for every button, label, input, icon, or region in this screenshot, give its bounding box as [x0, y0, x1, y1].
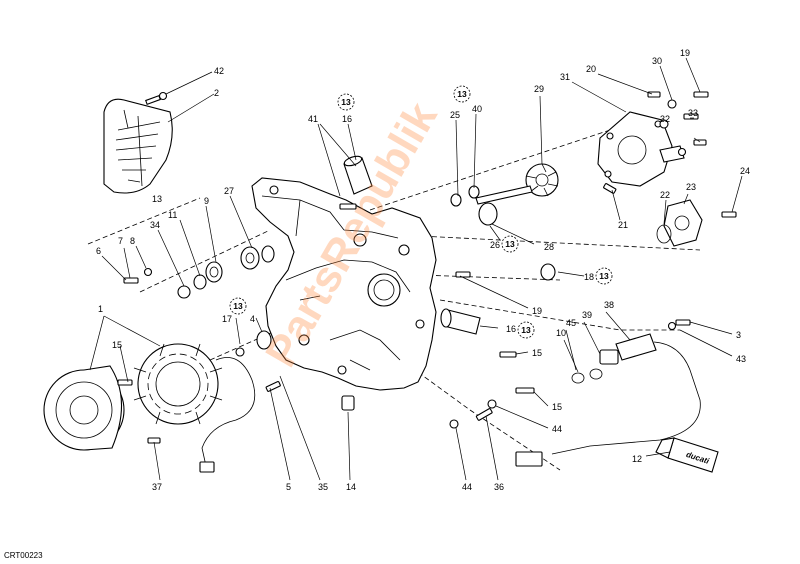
part-label: 34	[150, 220, 160, 230]
stator-wire	[199, 357, 256, 473]
part-label: 33	[688, 108, 698, 118]
part-label: 1	[98, 304, 103, 314]
dowel-14	[341, 395, 355, 411]
part-label: 7	[118, 236, 123, 246]
part-number-labels: 42 2 13 41 16 25 40 29 31 20 30 19 33 32…	[96, 48, 750, 492]
part-label: 30	[652, 56, 662, 66]
hose-fitting-16-lower	[440, 308, 481, 335]
part-label: 45	[566, 318, 576, 328]
part-label: 31	[560, 72, 570, 82]
part-label: 42	[214, 66, 224, 76]
part-label: 38	[604, 300, 614, 310]
flange-23	[663, 199, 703, 247]
part-label: 36	[494, 482, 504, 492]
part-label: 37	[152, 482, 162, 492]
part-label: 29	[534, 84, 544, 94]
part-label: 40	[472, 104, 482, 114]
part-label: 2	[214, 88, 219, 98]
part-label: 17	[222, 314, 232, 324]
callout-badge: 13	[229, 297, 247, 315]
callout-badge-label: 13	[457, 89, 467, 99]
part-label: 16	[506, 324, 516, 334]
part-label: 12	[632, 454, 642, 464]
sprocket-cover	[103, 98, 173, 194]
part-label: 10	[556, 328, 566, 338]
part-label: 22	[660, 190, 670, 200]
callout-badge: 13	[501, 235, 519, 253]
part-label: 25	[450, 110, 460, 120]
part-label: 20	[586, 64, 596, 74]
part-label: 23	[686, 182, 696, 192]
part-label: 11	[168, 210, 177, 220]
part-label: 26	[490, 240, 500, 250]
part-label: 39	[582, 310, 592, 320]
part-label: 15	[112, 340, 122, 350]
callout-badge: 13	[337, 93, 355, 111]
pump-housing	[597, 111, 685, 187]
part-label: 27	[224, 186, 234, 196]
part-label: 19	[532, 306, 542, 316]
callout-badge-label: 13	[233, 301, 243, 311]
part-label: 5	[286, 482, 291, 492]
part-label: 44	[462, 482, 472, 492]
callout-badge-label: 13	[505, 239, 515, 249]
part-label: 21	[618, 220, 628, 230]
callout-badge: 13	[595, 267, 613, 285]
screw-42	[145, 91, 168, 105]
diagram-code: CRT00223	[4, 551, 43, 560]
part-label: 6	[96, 246, 101, 256]
part-label: 44	[552, 424, 562, 434]
part-label: 15	[552, 402, 562, 412]
part-label: 8	[130, 236, 135, 246]
part-label: 24	[740, 166, 750, 176]
pump-bearing	[450, 185, 556, 281]
stator-screws	[117, 330, 281, 444]
lower-screws	[339, 203, 691, 429]
part-label: 18	[584, 272, 594, 282]
part-label: 43	[736, 354, 746, 364]
part-label: 16	[342, 114, 352, 124]
callout-badge-label: 13	[599, 271, 609, 281]
callout-badge: 13	[517, 321, 535, 339]
engine-cover	[251, 177, 437, 391]
part-label: 15	[532, 348, 542, 358]
callout-badge: 13	[453, 85, 471, 103]
part-label: 3	[736, 330, 741, 340]
part-label: 41	[308, 114, 318, 124]
sensor-38	[515, 333, 701, 467]
pump-small-parts	[603, 91, 737, 218]
leader-lines	[89, 57, 743, 481]
part-label: 28	[544, 242, 554, 252]
part-label: 35	[318, 482, 328, 492]
part-label: 19	[680, 48, 690, 58]
part-label: 4	[250, 314, 255, 324]
stator	[133, 343, 223, 425]
part-label: 14	[346, 482, 356, 492]
sealant-tube-12	[655, 437, 719, 473]
flywheel	[43, 365, 125, 451]
part-label: 9	[204, 196, 209, 206]
part-label: 32	[660, 114, 670, 124]
callout-badge-label: 13	[521, 325, 531, 335]
water-pump-impeller	[475, 163, 559, 205]
bearing-row	[123, 245, 275, 299]
oring-22	[656, 224, 672, 244]
callout-badge-label: 13	[341, 97, 351, 107]
part-label: 13	[152, 194, 162, 204]
